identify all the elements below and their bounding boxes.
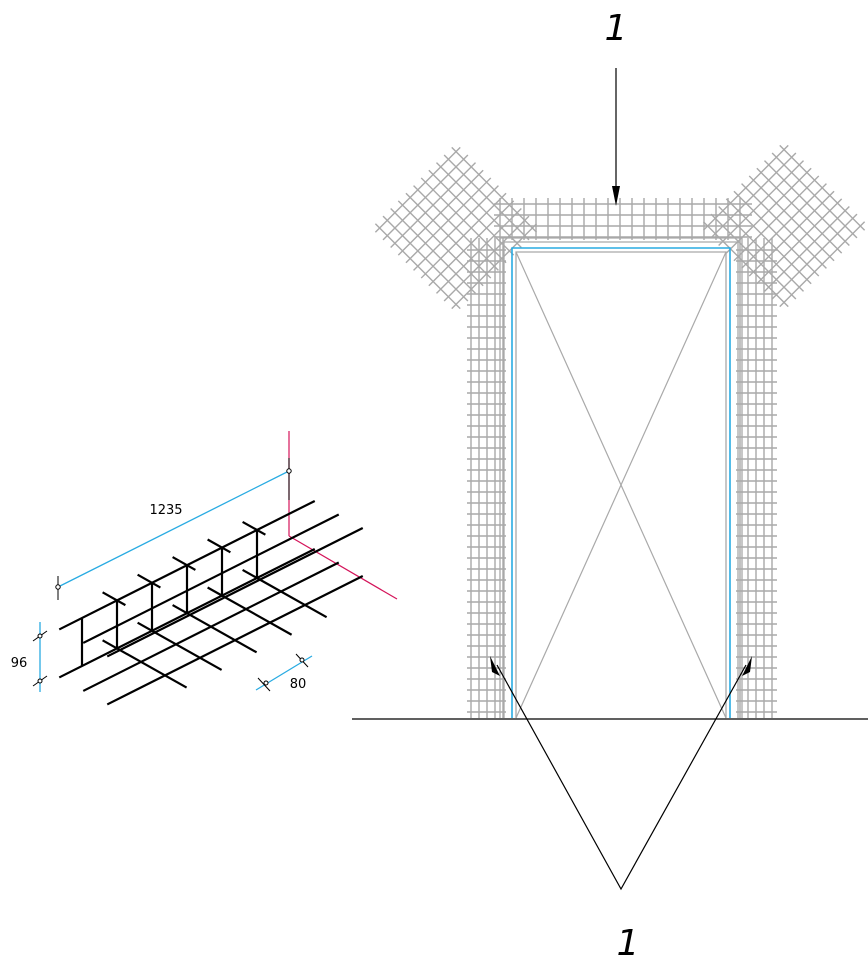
- mesh-bar: [741, 183, 827, 269]
- callout-leaders-bottom: [490, 656, 752, 891]
- opening-cross: [515, 251, 727, 719]
- dimension-length: 1235: [55, 458, 292, 600]
- mesh-bar: [725, 198, 812, 285]
- rebar-transverse: [242, 520, 266, 536]
- mesh-diagonal-patch-left: [374, 146, 538, 310]
- rebar-transverse: [172, 556, 196, 571]
- mesh-bar: [756, 198, 843, 285]
- opening-frame: [499, 237, 743, 718]
- mesh-bar: [702, 221, 789, 308]
- dimension-spacing: 80: [255, 653, 313, 692]
- mesh-diagonal-patch-right: [702, 144, 866, 308]
- rebar-transverse: [137, 573, 161, 589]
- mesh-right-strip: [736, 238, 777, 718]
- mesh-bar: [443, 154, 530, 241]
- mesh-bar: [763, 205, 850, 292]
- mesh-bar: [771, 213, 858, 300]
- mesh-bar: [779, 221, 866, 308]
- rebar-transverse: [102, 639, 188, 689]
- opening-elevation: 1 1: [352, 8, 868, 961]
- mesh-bar: [443, 215, 530, 302]
- mesh-bar: [733, 190, 820, 277]
- mesh-bar: [451, 146, 538, 233]
- dimension-height: 96: [11, 622, 48, 692]
- mesh-bar: [710, 213, 797, 300]
- rebar-transverse: [137, 621, 223, 671]
- rebar-grid: [58, 499, 364, 706]
- callout-leader-top: [612, 68, 620, 206]
- isometric-rebar-cage: 1235 96 80: [11, 431, 398, 706]
- reference-axis: [288, 431, 398, 600]
- dimension-length-label: 1235: [149, 503, 182, 518]
- rebar-transverse: [207, 538, 231, 554]
- rebar-transverse: [172, 604, 258, 654]
- mesh-bar: [435, 207, 522, 294]
- callout-label-bottom: 1: [617, 923, 640, 961]
- mesh-bar: [435, 162, 522, 249]
- mesh-bar: [428, 200, 515, 287]
- mesh-bar: [420, 192, 507, 279]
- rebar-longitudinal: [82, 513, 340, 644]
- dimension-height-label: 96: [11, 656, 28, 671]
- mesh-bar: [748, 190, 835, 277]
- rebar-transverse: [207, 586, 293, 636]
- mesh-bar: [718, 205, 805, 292]
- mesh-bar: [420, 177, 507, 264]
- rebar-transverse: [102, 591, 126, 607]
- callout-label-top: 1: [605, 8, 628, 49]
- mesh-top-strip: [494, 198, 752, 240]
- rebar-transverse: [242, 568, 328, 619]
- mesh-bar: [413, 185, 499, 271]
- dimension-spacing-label: 80: [290, 677, 307, 692]
- rebar-longitudinal: [106, 526, 364, 658]
